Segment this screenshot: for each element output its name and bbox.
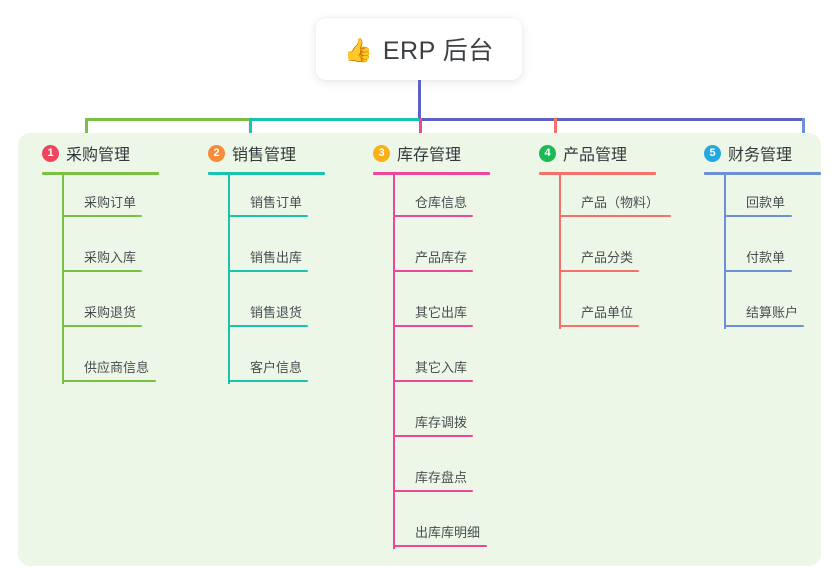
leaf-rule [228,380,308,382]
branch-number-badge: 4 [539,144,556,162]
branch-spine [724,175,726,329]
leaf-label: 产品（物料） [581,195,660,210]
leaf-label: 库存盘点 [415,470,468,485]
leaf-rule [393,490,473,492]
root-stem-line [418,80,421,121]
branch-header-rule [539,172,656,175]
leaf-rule [228,215,308,217]
leaf-label: 采购入库 [84,250,137,265]
connector-drop [802,118,805,145]
leaf-rule [393,545,487,547]
connector-drop [85,118,88,145]
leaf-label: 仓库信息 [415,195,468,210]
branch-number-badge: 3 [373,144,390,162]
branch-header[interactable]: 4 产品管理 [527,141,627,165]
leaf-label: 结算账户 [746,305,799,320]
branch-header-rule [42,172,159,175]
branch-column-2: 2 销售管理销售订单销售出库销售退货客户信息 [196,141,325,384]
leaf-label: 销售退货 [250,305,303,320]
branch-title: 财务管理 [728,147,793,164]
leaf-label: 其它出库 [415,305,468,320]
branch-header-rule [208,172,325,175]
branch-number-badge: 2 [208,144,225,162]
root-node[interactable]: 👍 ERP 后台 [316,18,522,80]
branch-title: 销售管理 [232,147,297,164]
leaf-label: 出库库明细 [415,525,481,540]
leaf-rule [228,325,308,327]
branch-header[interactable]: 3 库存管理 [361,141,461,165]
leaf-rule [62,215,142,217]
branches-panel [18,133,821,566]
leaf-rule [393,325,473,327]
branch-number-badge: 5 [704,144,721,162]
leaf-rule [724,325,804,327]
branch-title: 产品管理 [563,147,628,164]
branch-column-4: 4 产品管理产品（物料） 产品分类产品单位 [527,141,671,329]
connector-segment [419,118,805,121]
leaf-label: 产品库存 [415,250,468,265]
branch-header[interactable]: 1 采购管理 [30,141,130,165]
leaf-rule [393,270,473,272]
branch-column-5: 5 财务管理回款单付款单结算账户 [692,141,821,329]
leaf-label: 产品单位 [581,305,634,320]
leaf-rule [559,325,639,327]
leaf-rule [559,215,671,217]
leaf-label: 采购订单 [84,195,137,210]
branch-spine [228,175,230,384]
branch-spine [559,175,561,329]
branch-title: 库存管理 [397,147,462,164]
leaf-label: 库存调拨 [415,415,468,430]
leaf-rule [559,270,639,272]
connector-drop [419,118,422,145]
branch-number-badge: 1 [42,144,59,162]
leaf-rule [393,380,473,382]
leaf-rule [393,215,473,217]
branch-header-rule [704,172,821,175]
branch-column-3: 3 库存管理仓库信息产品库存其它出库其它入库库存调拨库存盘点出库库明细 [361,141,490,549]
leaf-label: 销售订单 [250,195,303,210]
leaf-rule [228,270,308,272]
branch-column-1: 1 采购管理采购订单采购入库采购退货供应商信息 [30,141,159,384]
connector-segment [249,118,422,121]
leaf-label: 其它入库 [415,360,468,375]
branch-spine [62,175,64,384]
branch-header-rule [373,172,490,175]
leaf-label: 销售出库 [250,250,303,265]
leaf-rule [62,325,142,327]
leaf-label: 产品分类 [581,250,634,265]
connector-segment [85,118,252,121]
thumbs-up-icon: 👍 [344,36,373,63]
branch-header[interactable]: 5 财务管理 [692,141,792,165]
leaf-label: 客户信息 [250,360,303,375]
branch-title: 采购管理 [66,147,131,164]
connector-drop [249,118,252,145]
leaf-rule [393,435,473,437]
leaf-label: 回款单 [746,195,786,210]
leaf-label: 付款单 [746,250,786,265]
leaf-rule [62,270,142,272]
leaf-rule [724,215,792,217]
branch-header[interactable]: 2 销售管理 [196,141,296,165]
leaf-rule [62,380,156,382]
leaf-rule [724,270,792,272]
branch-spine [393,175,395,549]
leaf-label: 采购退货 [84,305,137,320]
leaf-label: 供应商信息 [84,360,150,375]
root-title: ERP 后台 [382,37,494,65]
connector-drop [554,118,557,145]
